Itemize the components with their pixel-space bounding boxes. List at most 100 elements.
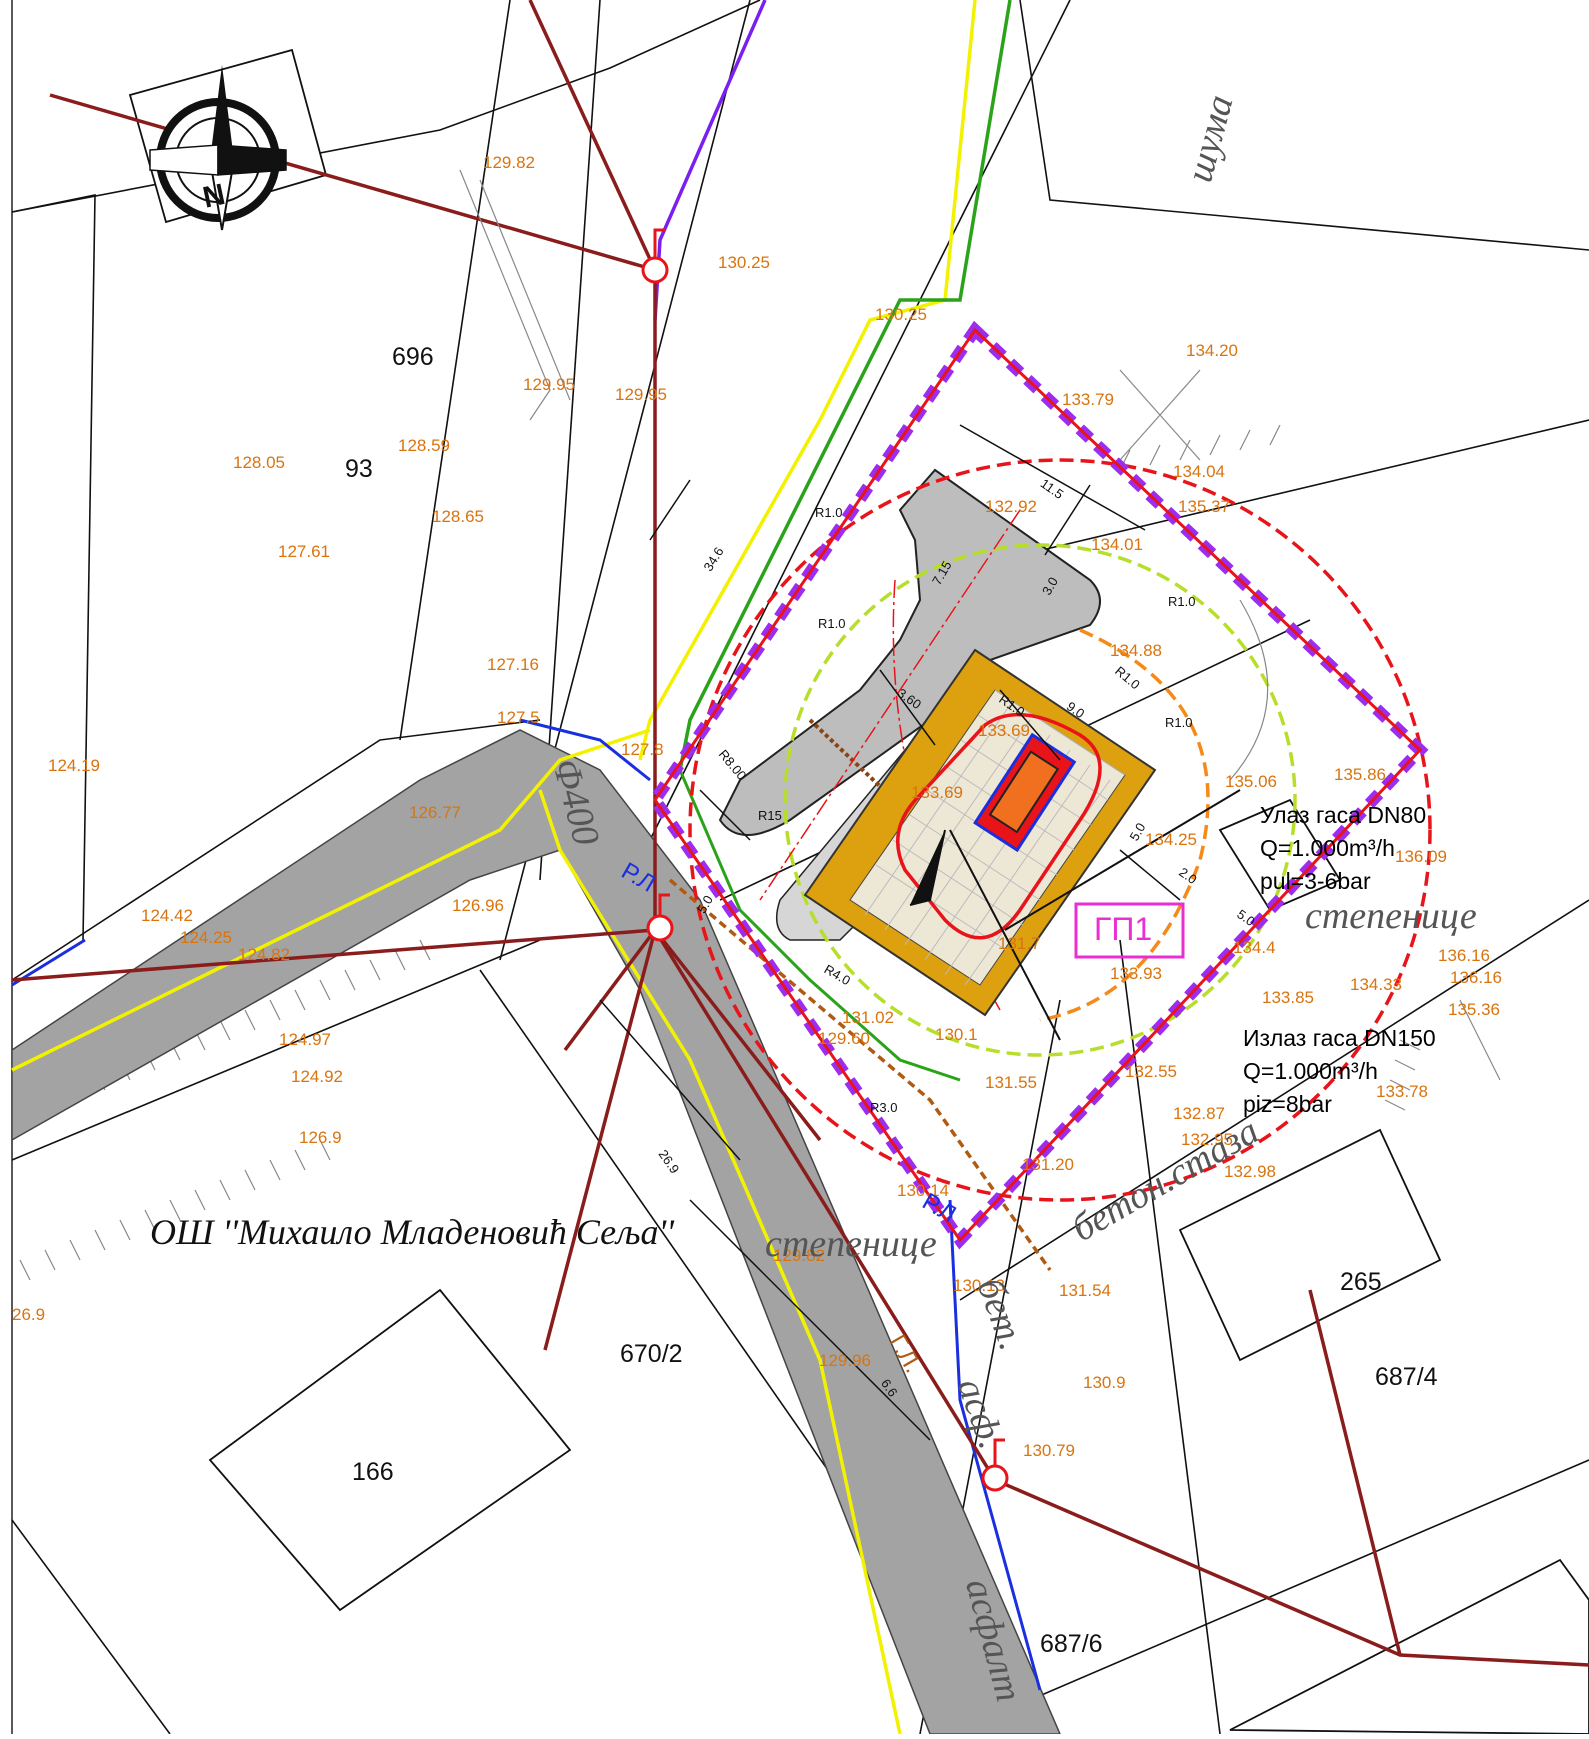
elevation-label: 133.69 bbox=[911, 783, 963, 802]
elevation-label: 135.37 bbox=[1178, 497, 1230, 516]
parcel-line bbox=[1119, 939, 1221, 1735]
elevation-label: 130.25 bbox=[875, 305, 927, 324]
parcel-line bbox=[11, 1519, 171, 1735]
dimension-label: R1.0 bbox=[818, 616, 845, 631]
elevation-label: 124.92 bbox=[291, 1067, 343, 1086]
parcel-line bbox=[11, 194, 96, 941]
elevation-label: 135.86 bbox=[1334, 765, 1386, 784]
elevation-label: 130.14 bbox=[897, 1181, 949, 1200]
elevation-label: 134.20 bbox=[1186, 341, 1238, 360]
elevation-label: 124.42 bbox=[141, 906, 193, 925]
gas-equipment-core bbox=[988, 750, 1060, 834]
green-line bbox=[678, 0, 1012, 771]
leader-line bbox=[949, 789, 1241, 1041]
blue-line-south bbox=[948, 1199, 1042, 1691]
parcel-line bbox=[399, 0, 511, 741]
dimension-label: R15 bbox=[758, 808, 782, 823]
elevation-label: 128.05 bbox=[233, 453, 285, 472]
power-pole bbox=[646, 914, 674, 942]
dimension-label: R3.0 bbox=[870, 1100, 897, 1115]
elevation-label: 131.02 bbox=[842, 1008, 894, 1027]
dimension-line bbox=[689, 1199, 931, 1441]
power-line bbox=[1308, 1289, 1402, 1656]
elevation-label: 134.01 bbox=[1091, 535, 1143, 554]
contour-lines bbox=[459, 169, 1501, 1081]
power-pole bbox=[981, 1464, 1009, 1492]
dimension-line bbox=[699, 789, 751, 841]
elevation-label: 126.77 bbox=[409, 803, 461, 822]
power-line bbox=[528, 0, 657, 271]
elevation-label: 134.25 bbox=[1145, 830, 1197, 849]
elevation-label: 132.95 bbox=[1181, 1130, 1233, 1149]
dimension-line bbox=[1044, 484, 1091, 556]
gp1-label: ГП1 bbox=[1094, 911, 1152, 947]
safety-zone-orange bbox=[1039, 628, 1210, 1022]
elevation-labels: 129.82 130.25 130.25 129.95 129.95 128.0… bbox=[12, 153, 1502, 1460]
gas-inlet-line2: Q=1.000m³/h bbox=[1260, 835, 1395, 861]
stairs-label-south: степенице bbox=[765, 1223, 937, 1265]
parcel-line bbox=[959, 1459, 1589, 1731]
elevation-label: 133.93 bbox=[1110, 964, 1162, 983]
dimension-lines bbox=[599, 424, 1181, 1441]
compass-needle-west bbox=[149, 144, 219, 176]
elevation-label: 133.69 bbox=[978, 721, 1030, 740]
elevation-label: 128.59 bbox=[398, 436, 450, 455]
elevation-label: 133.78 bbox=[1376, 1082, 1428, 1101]
elevation-label: 128.65 bbox=[432, 507, 484, 526]
elevation-label: 124.97 bbox=[279, 1030, 331, 1049]
elevation-label: 134.33 bbox=[1350, 975, 1402, 994]
blue-line bbox=[519, 718, 651, 782]
elevation-label: 134.4 bbox=[1233, 938, 1276, 957]
elevation-label: 134.04 bbox=[1173, 462, 1225, 481]
elevation-label: 135.36 bbox=[1448, 1000, 1500, 1019]
elevation-label: 126.96 bbox=[452, 896, 504, 915]
dimension-line bbox=[959, 424, 1146, 531]
building-166 bbox=[208, 1288, 572, 1612]
power-line bbox=[653, 929, 997, 1481]
orange-dashed-line bbox=[668, 878, 1052, 1272]
elevation-label: 127.16 bbox=[487, 655, 539, 674]
gas-outlet-label: Излаз гаса DN150 Q=1.000m³/h piz=8bar bbox=[1243, 1025, 1436, 1117]
elevation-label: 130.25 bbox=[718, 253, 770, 272]
elevation-label: 127.61 bbox=[278, 542, 330, 561]
gas-outlet-line1: Излаз гаса DN150 bbox=[1243, 1025, 1436, 1051]
dimension-line bbox=[649, 479, 691, 541]
elevation-label: 130.9 bbox=[1083, 1373, 1126, 1392]
dimension-line bbox=[999, 689, 1061, 761]
building-outline bbox=[1229, 1558, 1589, 1735]
elevation-label: 131.55 bbox=[985, 1073, 1037, 1092]
elevation-label: 132.92 bbox=[985, 497, 1037, 516]
gas-outlet-line3: piz=8bar bbox=[1243, 1091, 1332, 1117]
elevation-label: 129.95 bbox=[615, 385, 667, 404]
elevation-label: 135.06 bbox=[1225, 772, 1277, 791]
dimension-label: R1.0 bbox=[1168, 594, 1195, 609]
yellow-line bbox=[638, 0, 977, 761]
elevation-label: 130.79 bbox=[1023, 1441, 1075, 1460]
power-line bbox=[49, 93, 656, 272]
gas-inlet-label: Улаз гаса DN80 Q=1.000m³/h pul=3-6bar bbox=[1260, 802, 1426, 894]
green-line-south bbox=[678, 769, 961, 1082]
parcel-line bbox=[999, 419, 1589, 561]
parcel-line bbox=[11, 939, 541, 1161]
elevation-label: 129.60 bbox=[818, 1029, 870, 1048]
power-line bbox=[11, 928, 656, 982]
pole-marker bbox=[653, 228, 1005, 1466]
power-line bbox=[653, 928, 822, 1142]
north-arrow: N bbox=[149, 65, 287, 231]
elevation-label: 129.95 bbox=[523, 375, 575, 394]
elevation-label: 133.85 bbox=[1262, 988, 1314, 1007]
dimension-line bbox=[879, 669, 936, 746]
elevation-label: 127.5 bbox=[497, 708, 540, 727]
dimension-label: R1.0 bbox=[1165, 715, 1192, 730]
dimension-line bbox=[599, 999, 741, 1161]
safety-zone-red bbox=[688, 458, 1432, 1202]
compass-needle-north bbox=[210, 65, 234, 160]
elevation-label: 129.82 bbox=[773, 1246, 825, 1265]
parcel-line bbox=[959, 899, 1589, 1301]
gas-station-fence bbox=[896, 712, 1102, 940]
utility-lines bbox=[11, 0, 1052, 1735]
building-265 bbox=[1178, 1128, 1442, 1362]
parcel-166: 166 bbox=[352, 1458, 394, 1486]
